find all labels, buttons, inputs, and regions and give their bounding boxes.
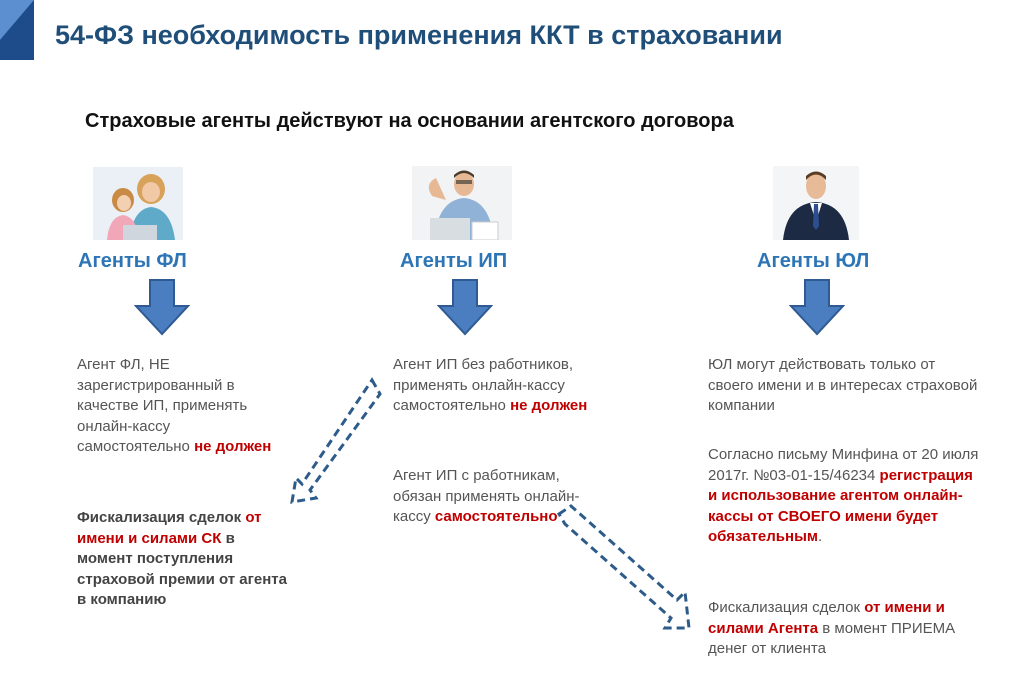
page-title: 54-ФЗ необходимость применения ККТ в стр… (55, 20, 783, 50)
corner-triangle-decoration (0, 0, 34, 60)
ul-p3-text-end: в момент ПРИЕМА денег от клиента (708, 619, 956, 658)
fl-p2-highlight: от имени и силами СК (77, 509, 262, 547)
man-laptop-photo (412, 166, 512, 240)
fl-p1-text: Агент ФЛ, НЕ зарегистрированный в качест… (77, 356, 248, 455)
ul-paragraph-2: Согласно письму Минфина от 20 июля 2017г… (708, 445, 983, 548)
arrow-down-icon (437, 279, 493, 336)
businessman-suit-photo (773, 166, 859, 240)
ul-p3-text: Фискализация сделок (708, 599, 865, 616)
ip-p2-text: Агент ИП с работникам, обязан применять … (393, 467, 580, 525)
ip-p2-highlight: самостоятельно (434, 508, 558, 525)
heading-agents-ip: Агенты ИП (400, 250, 508, 272)
ul-p2-text-end: . (818, 528, 823, 545)
fl-p1-highlight: не должен (194, 438, 272, 455)
fl-p2-text-end: в момент поступления страховой премии от… (77, 529, 287, 609)
fl-paragraph-1: Агент ФЛ, НЕ зарегистрированный в качест… (77, 355, 282, 458)
fl-p2-text: Фискализация сделок (77, 509, 246, 526)
ip-paragraph-1: Агент ИП без работников, применять онлай… (393, 355, 613, 417)
ip-paragraph-2: Агент ИП с работникам, обязан применять … (393, 466, 593, 528)
ul-p2-highlight: регистрация и использование агентом онла… (708, 466, 973, 546)
mother-child-laptop-photo (93, 167, 183, 240)
arrow-down-icon (789, 279, 845, 336)
ul-p2-text: Согласно письму Минфина от 20 июля 2017г… (708, 446, 979, 484)
heading-agents-fl: Агенты ФЛ (78, 250, 187, 272)
dashed-arrow-icon (290, 377, 382, 504)
arrow-down-icon (134, 279, 190, 336)
heading-agents-ul: Агенты ЮЛ (757, 250, 870, 272)
ip-p1-highlight: не должен (510, 397, 588, 414)
fl-paragraph-2: Фискализация сделок от имени и силами СК… (77, 508, 292, 611)
ul-p3-highlight: от имени и силами Агента (708, 599, 945, 637)
page-subtitle: Страховые агенты действуют на основании … (85, 110, 734, 132)
ul-paragraph-1: ЮЛ могут действовать только от своего им… (708, 356, 978, 414)
ip-p1-text: Агент ИП без работников, применять онлай… (393, 356, 574, 414)
ul-paragraph-3: Фискализация сделок от имени и силами Аг… (708, 598, 993, 660)
